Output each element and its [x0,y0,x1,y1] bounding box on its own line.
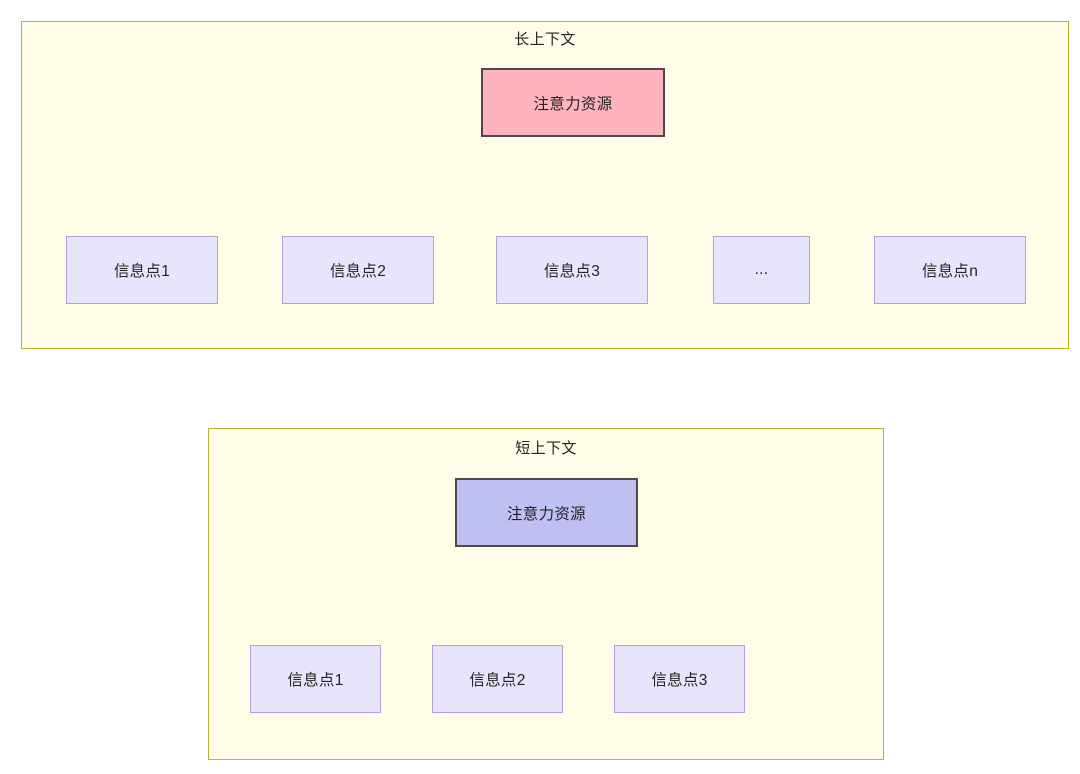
root-node-attention-short[interactable]: 注意力资源 [455,478,638,547]
leaf-node-info-n-long[interactable]: 信息点n [874,236,1026,304]
leaf-node-info-1-short[interactable]: 信息点1 [250,645,381,713]
leaf-node-info-2-long[interactable]: 信息点2 [282,236,434,304]
container-title-short-context: 短上下文 [515,440,577,457]
leaf-node-info-2-short[interactable]: 信息点2 [432,645,563,713]
leaf-node-ellipsis-long[interactable]: ... [713,236,810,304]
leaf-node-info-3-short[interactable]: 信息点3 [614,645,745,713]
root-node-attention-long[interactable]: 注意力资源 [481,68,665,137]
leaf-node-info-1-long[interactable]: 信息点1 [66,236,218,304]
container-title-long-context: 长上下文 [514,31,576,48]
leaf-node-info-3-long[interactable]: 信息点3 [496,236,648,304]
